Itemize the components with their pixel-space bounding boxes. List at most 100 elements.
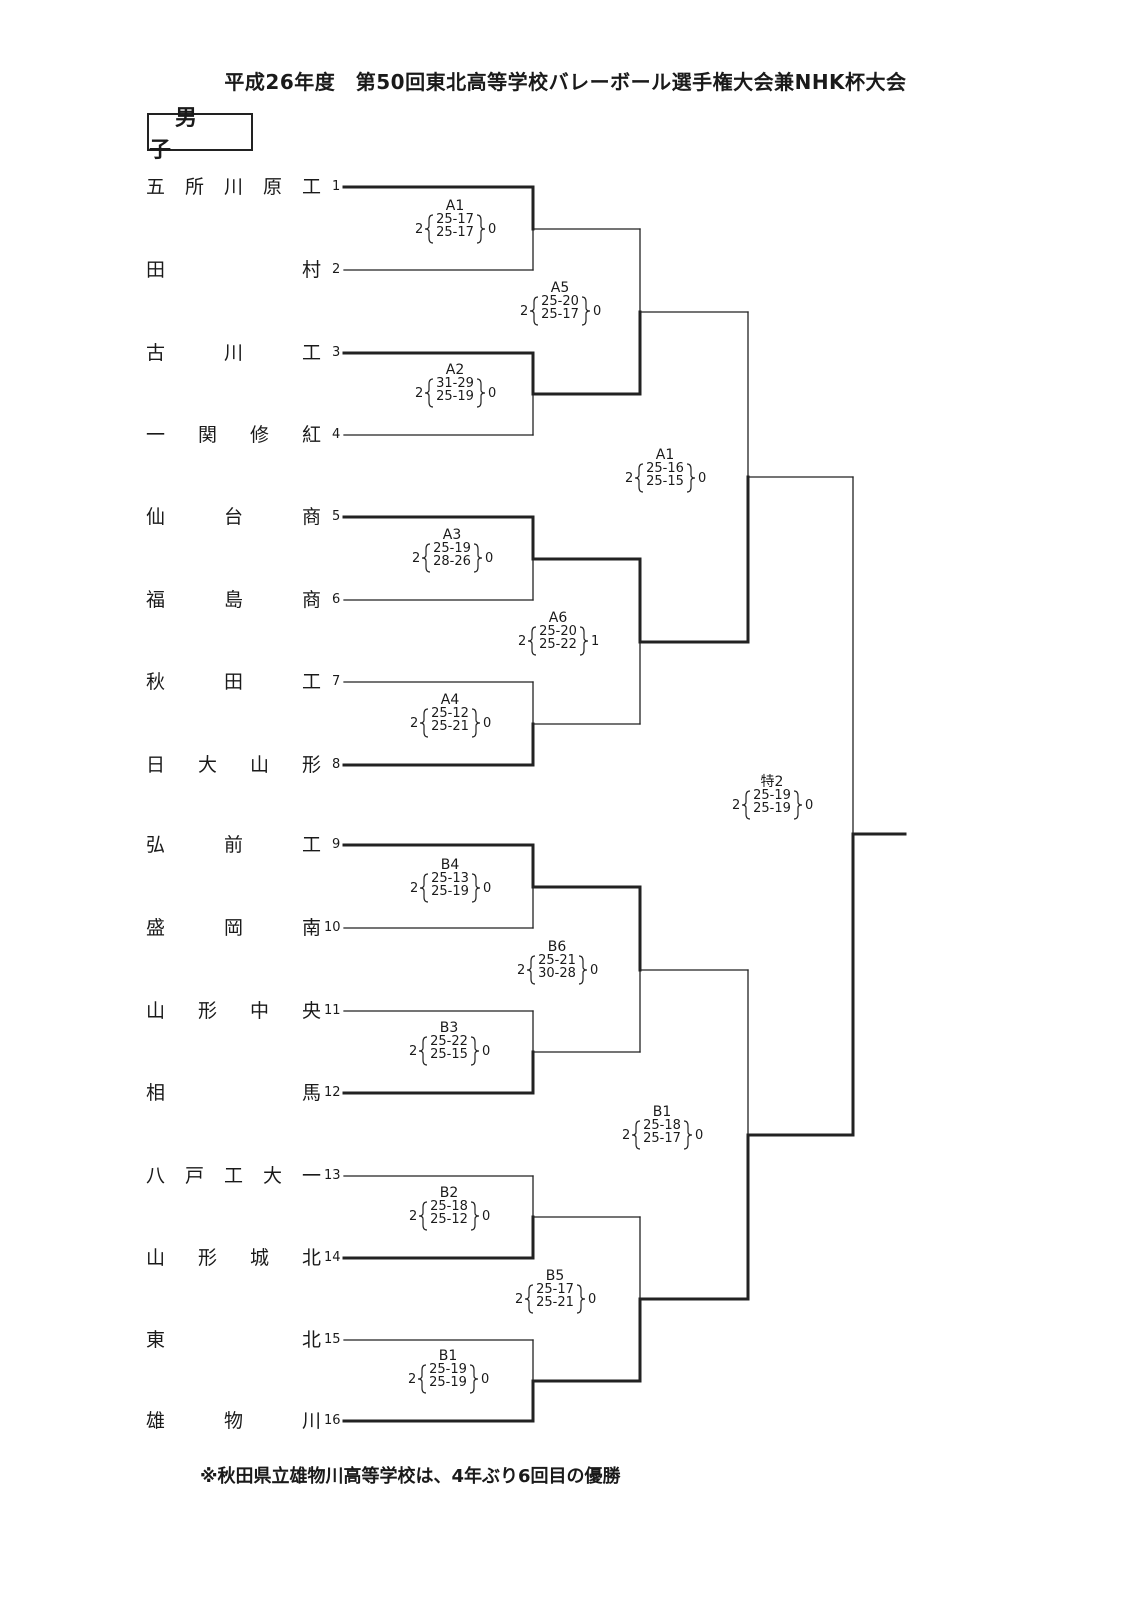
seed-number: 10 xyxy=(324,920,341,935)
team-name: 八戸工大一 xyxy=(146,1165,323,1187)
match-label: A6 xyxy=(548,610,568,626)
loser-sets: 0 xyxy=(488,386,497,401)
brace-icon xyxy=(424,378,486,408)
team-name: 福島商 xyxy=(146,589,323,611)
brace-icon xyxy=(418,1036,480,1066)
winner-sets: 2 xyxy=(515,1292,524,1307)
seed-number: 14 xyxy=(324,1250,341,1265)
brace-icon xyxy=(417,1364,479,1394)
winner-sets: 2 xyxy=(410,716,419,731)
set-score: 25-12 xyxy=(430,1212,468,1227)
brace-icon xyxy=(421,543,483,573)
loser-sets: 0 xyxy=(695,1128,704,1143)
winner-sets: 2 xyxy=(410,881,419,896)
match-label: 特2 xyxy=(760,774,784,790)
team-name: 盛岡南 xyxy=(146,917,323,939)
loser-sets: 0 xyxy=(483,881,492,896)
match-label: B1 xyxy=(438,1348,458,1364)
seed-number: 11 xyxy=(324,1003,341,1018)
winner-sets: 2 xyxy=(415,386,424,401)
loser-sets: 0 xyxy=(482,1209,491,1224)
seed-number: 3 xyxy=(332,345,341,360)
seed-number: 4 xyxy=(332,427,341,442)
match-label: A5 xyxy=(550,280,570,296)
winner-sets: 2 xyxy=(412,551,421,566)
match-label: A1 xyxy=(655,447,675,463)
set-score: 25-19 xyxy=(429,1375,467,1390)
seed-number: 12 xyxy=(324,1085,341,1100)
section-label: 男子 xyxy=(147,106,253,163)
winner-sets: 2 xyxy=(517,963,526,978)
set-score: 25-18 xyxy=(430,1199,468,1214)
set-score: 25-19 xyxy=(753,801,791,816)
set-score: 25-20 xyxy=(539,624,577,639)
winner-sets: 2 xyxy=(409,1044,418,1059)
set-score: 25-17 xyxy=(436,225,474,240)
winner-sets: 2 xyxy=(518,634,527,649)
brace-icon xyxy=(524,1284,586,1314)
set-score: 25-16 xyxy=(646,461,684,476)
brace-icon xyxy=(529,296,591,326)
loser-sets: 0 xyxy=(482,1044,491,1059)
team-name: 一関修紅 xyxy=(146,424,323,446)
set-score: 25-21 xyxy=(431,719,469,734)
team-name: 秋田工 xyxy=(146,671,323,693)
set-score: 25-19 xyxy=(436,389,474,404)
match-label: A3 xyxy=(442,527,462,543)
loser-sets: 0 xyxy=(698,471,707,486)
footnote: ※秋田県立雄物川高等学校は、4年ぶり6回目の優勝 xyxy=(200,1466,621,1487)
set-score: 25-19 xyxy=(433,541,471,556)
brace-icon xyxy=(526,955,588,985)
team-name: 弘前工 xyxy=(146,834,323,856)
match-label: A2 xyxy=(445,362,465,378)
seed-number: 1 xyxy=(332,179,341,194)
seed-number: 13 xyxy=(324,1168,341,1183)
set-score: 31-29 xyxy=(436,376,474,391)
set-score: 25-21 xyxy=(538,953,576,968)
team-name: 仙台商 xyxy=(146,506,323,528)
brace-icon xyxy=(419,873,481,903)
match-label: B2 xyxy=(439,1185,459,1201)
set-score: 25-18 xyxy=(643,1118,681,1133)
loser-sets: 0 xyxy=(485,551,494,566)
seed-number: 7 xyxy=(332,674,341,689)
team-name: 相馬 xyxy=(146,1082,323,1104)
set-score: 25-17 xyxy=(541,307,579,322)
brace-icon xyxy=(424,214,486,244)
winner-sets: 2 xyxy=(625,471,634,486)
set-score: 28-26 xyxy=(433,554,471,569)
set-score: 25-15 xyxy=(646,474,684,489)
team-name: 田村 xyxy=(146,259,323,281)
winner-sets: 2 xyxy=(732,798,741,813)
loser-sets: 0 xyxy=(593,304,602,319)
set-score: 25-22 xyxy=(539,637,577,652)
set-score: 25-19 xyxy=(429,1362,467,1377)
winner-sets: 2 xyxy=(622,1128,631,1143)
seed-number: 8 xyxy=(332,757,341,772)
winner-sets: 2 xyxy=(408,1372,417,1387)
loser-sets: 0 xyxy=(483,716,492,731)
match-label: B6 xyxy=(547,939,567,955)
match-label: B3 xyxy=(439,1020,459,1036)
seed-number: 9 xyxy=(332,837,341,852)
set-score: 25-19 xyxy=(431,884,469,899)
team-name: 古川工 xyxy=(146,342,323,364)
seed-number: 6 xyxy=(332,592,341,607)
team-name: 日大山形 xyxy=(146,754,323,776)
seed-number: 2 xyxy=(332,262,341,277)
set-score: 25-12 xyxy=(431,706,469,721)
set-score: 25-15 xyxy=(430,1047,468,1062)
team-name: 東北 xyxy=(146,1329,323,1351)
set-score: 30-28 xyxy=(538,966,576,981)
page-title: 平成26年度 第50回東北高等学校バレーボール選手権大会兼NHK杯大会 xyxy=(224,70,907,94)
set-score: 25-21 xyxy=(536,1295,574,1310)
